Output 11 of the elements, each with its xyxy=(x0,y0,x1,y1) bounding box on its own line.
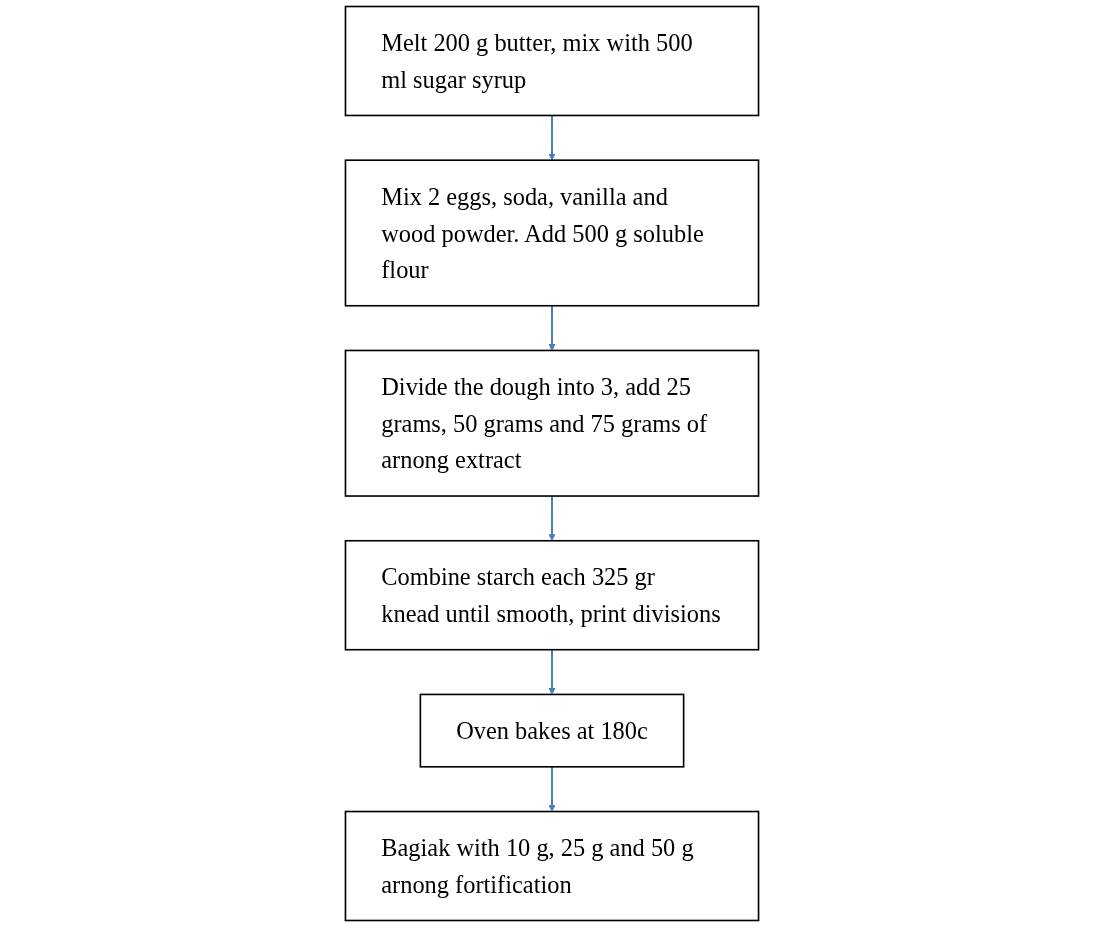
arrow xyxy=(548,496,556,542)
arrow xyxy=(548,115,556,161)
node-box: Divide the dough into 3, add 25 grams, 50 grams and 75 grams of arnong extract xyxy=(344,349,760,497)
arrow xyxy=(548,649,556,695)
node-box: Oven bakes at 180c xyxy=(419,693,685,768)
arrow xyxy=(548,305,556,351)
node-box: Bagiak with 10 g, 25 g and 50 g arnong fortification xyxy=(344,810,760,922)
node-box: Combine starch each 325 gr knead until smooth, print divisions xyxy=(344,539,760,651)
arrow xyxy=(548,766,556,812)
node-box: Mix 2 eggs, soda, vanilla and wood powder. Add 500 g soluble flour xyxy=(344,159,760,307)
node-box: Melt 200 g butter, mix with 500 ml sugar syrup xyxy=(344,5,760,117)
